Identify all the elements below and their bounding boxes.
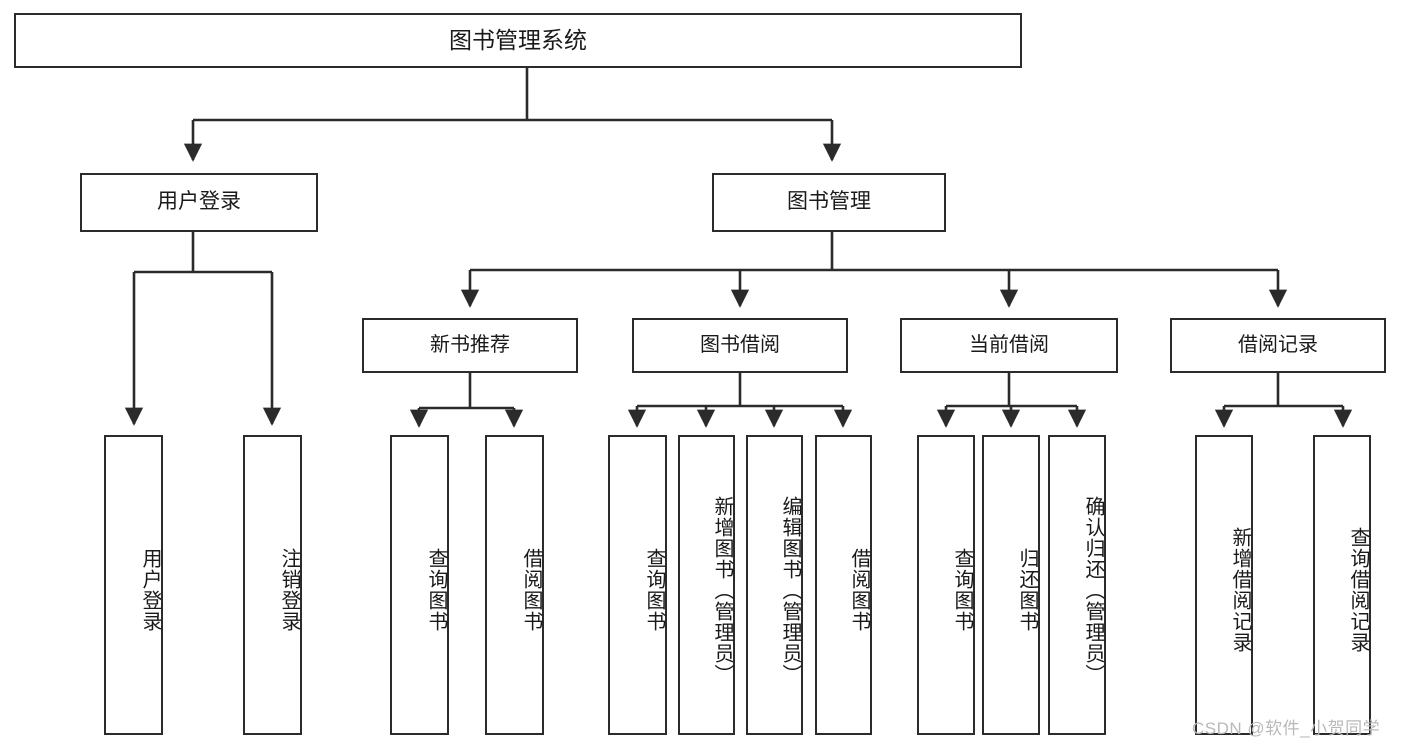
node-leaf-return-book[interactable]: 归还图书 (982, 435, 1040, 735)
node-current-borrow[interactable]: 当前借阅 (900, 318, 1118, 373)
watermark: CSDN @软件_小贺同学 (1192, 719, 1381, 738)
node-label: 新书推荐 (430, 333, 510, 356)
node-label: 借阅图书 (848, 548, 870, 632)
node-borrow-record[interactable]: 借阅记录 (1170, 318, 1386, 373)
node-root-system[interactable]: 图书管理系统 (14, 13, 1022, 68)
node-label: 借阅记录 (1238, 333, 1318, 356)
node-leaf-query-record[interactable]: 查询借阅记录 (1313, 435, 1371, 735)
node-leaf-query-book-rec[interactable]: 查询图书 (390, 435, 449, 735)
node-leaf-query-book-cur[interactable]: 查询图书 (917, 435, 975, 735)
node-label: 查询借阅记录 (1347, 527, 1369, 653)
node-label: 用户登录 (157, 190, 241, 214)
node-label: 归还图书 (1016, 548, 1038, 632)
node-book-borrow[interactable]: 图书借阅 (632, 318, 848, 373)
node-book-manage[interactable]: 图书管理 (712, 173, 946, 232)
node-label: 图书管理 (787, 190, 871, 214)
node-label: 确认归还（管理员） (1082, 495, 1104, 685)
node-label: 当前借阅 (969, 333, 1049, 356)
node-leaf-add-book[interactable]: 新增图书（管理员） (678, 435, 735, 735)
node-leaf-logout[interactable]: 注销登录 (243, 435, 302, 735)
node-leaf-confirm-return[interactable]: 确认归还（管理员） (1048, 435, 1106, 735)
node-new-book-rec[interactable]: 新书推荐 (362, 318, 578, 373)
node-leaf-borrow-book[interactable]: 借阅图书 (815, 435, 872, 735)
node-label: 图书管理系统 (449, 26, 587, 53)
node-leaf-query-book-borrow[interactable]: 查询图书 (608, 435, 667, 735)
node-label: 新增图书（管理员） (711, 495, 733, 685)
node-user-login[interactable]: 用户登录 (80, 173, 318, 232)
node-leaf-add-record[interactable]: 新增借阅记录 (1195, 435, 1253, 735)
node-leaf-user-login[interactable]: 用户登录 (104, 435, 163, 735)
node-label: 查询图书 (425, 548, 447, 632)
node-label: 编辑图书（管理员） (779, 495, 801, 685)
node-label: 查询图书 (643, 548, 665, 632)
node-label: 用户登录 (139, 548, 161, 632)
node-leaf-edit-book[interactable]: 编辑图书（管理员） (746, 435, 803, 735)
node-label: 图书借阅 (700, 333, 780, 356)
node-label: 新增借阅记录 (1229, 527, 1251, 653)
node-label: 查询图书 (951, 548, 973, 632)
node-label: 注销登录 (278, 548, 300, 632)
node-leaf-borrow-book-rec[interactable]: 借阅图书 (485, 435, 544, 735)
node-label: 借阅图书 (520, 548, 542, 632)
